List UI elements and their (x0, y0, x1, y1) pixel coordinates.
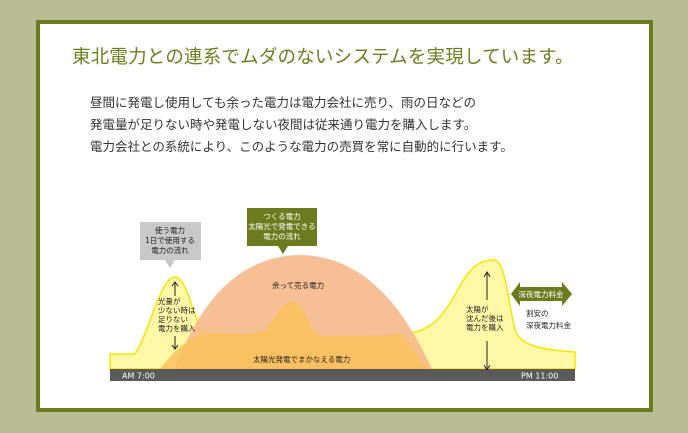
solar-covered-area (160, 302, 430, 369)
usage-label: 電力の流れ (151, 245, 189, 255)
morning-buy-label: 光量が (158, 296, 181, 306)
evening-buy-label: 電力を購入 (466, 322, 504, 332)
page-title: 東北電力との連系でムダのないシステムを実現しています。 (72, 47, 574, 68)
generate-label: 太陽光で発電できる (248, 221, 315, 231)
night-rate-badge (511, 282, 572, 306)
morning-buy-label: 少ない時は (158, 306, 196, 315)
description: 昼間に発電し使用しても余った電力は電力会社に売り、雨の日などの 発電量が足りない… (90, 92, 513, 158)
time-end: PM 11:00 (521, 372, 558, 381)
morning-buy-label: 足りない (158, 315, 188, 324)
generate-callout-pointer (278, 246, 288, 254)
description-line: 電力会社との系統により、このような電力の売買を常に自動的に行います。 (90, 139, 513, 154)
usage-label: 使う電力 (155, 225, 185, 235)
generate-label: つくる電力 (263, 211, 300, 221)
time-start: AM 7:00 (122, 372, 155, 381)
evening-arrow-icon (483, 271, 491, 371)
description-line: 昼間に発電し使用しても余った電力は電力会社に売り、雨の日などの (90, 95, 477, 110)
usage-callout-pointer (165, 260, 175, 268)
usage-label: 1日で使用する (145, 235, 195, 245)
surplus-label: 余って売る電力 (272, 280, 324, 290)
description-line: 発電量が足りない時や発電しない夜間は従来通り電力を購入します。 (90, 117, 477, 132)
evening-buy-label: 太陽が (466, 304, 489, 314)
morning-arrow-icon (171, 281, 179, 350)
night-rate-note: 深夜電力料金 (526, 320, 571, 330)
night-rate-badge-label: 深夜電力料金 (519, 289, 564, 299)
generate-callout (247, 208, 317, 246)
evening-buy-label: 沈んだ後は (466, 313, 504, 323)
solar-covered-label: 太陽光発電でまかなえる電力 (253, 354, 350, 364)
morning-buy-label: 電力を購入 (158, 323, 196, 333)
timeline-bar (110, 369, 575, 381)
night-rate-note: 割安の (526, 308, 549, 318)
usage-callout (140, 222, 201, 260)
generate-label: 電力の流れ (263, 231, 301, 241)
